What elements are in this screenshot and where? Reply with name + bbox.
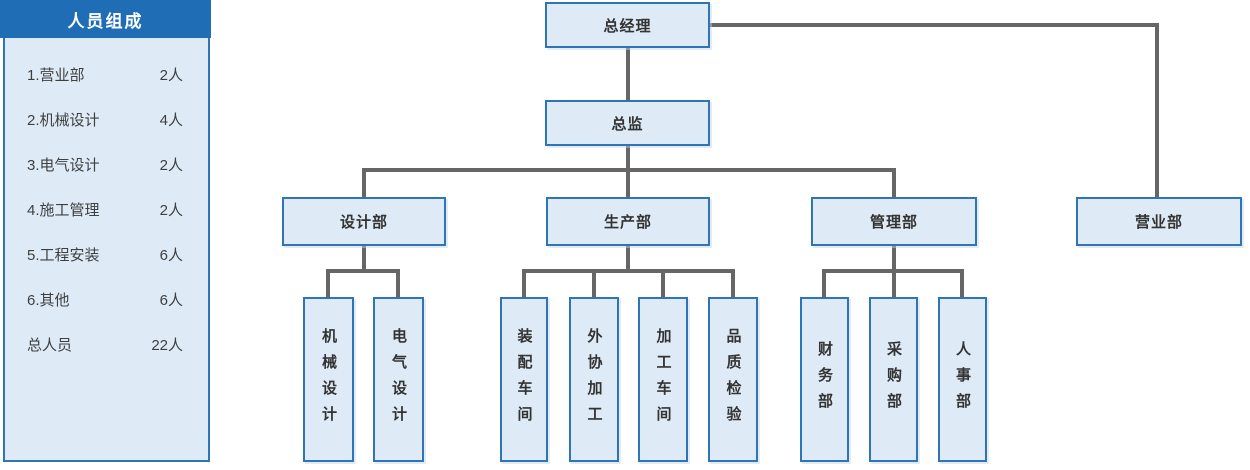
connector-drop-design bbox=[362, 168, 366, 197]
connector-ceo-sales-h bbox=[710, 23, 1159, 27]
connector-production-stem bbox=[626, 246, 630, 273]
node-team-finance: 财务部 bbox=[800, 297, 849, 462]
personnel-panel: 1.营业部 2人 2.机械设计 4人 3.电气设计 2人 4.施工管理 2人 5… bbox=[3, 38, 210, 462]
node-label: 品质检验 bbox=[724, 327, 742, 432]
node-team-mechanical-design: 机械设计 bbox=[303, 297, 354, 462]
connector-drop-hr bbox=[960, 269, 964, 297]
list-item: 总人员 22人 bbox=[5, 322, 208, 367]
item-count: 2人 bbox=[159, 157, 183, 174]
list-item: 4.施工管理 2人 bbox=[5, 187, 208, 232]
node-director: 总监 bbox=[545, 100, 710, 146]
node-label: 人事部 bbox=[954, 340, 971, 419]
node-team-outsourcing: 外协加工 bbox=[569, 297, 619, 462]
node-team-hr: 人事部 bbox=[938, 297, 987, 462]
node-dept-management: 管理部 bbox=[811, 197, 977, 246]
connector-design-bar bbox=[326, 269, 400, 273]
node-label: 采购部 bbox=[885, 340, 902, 419]
item-count: 2人 bbox=[159, 202, 183, 219]
node-label: 生产部 bbox=[603, 214, 652, 231]
node-dept-production: 生产部 bbox=[546, 197, 710, 246]
connector-design-stem bbox=[362, 246, 366, 273]
node-team-quality-inspection: 品质检验 bbox=[708, 297, 758, 462]
item-count: 6人 bbox=[159, 247, 183, 264]
connector-drop-mechanical bbox=[326, 269, 330, 297]
node-label: 外协加工 bbox=[585, 327, 603, 432]
node-dept-sales: 营业部 bbox=[1076, 197, 1242, 246]
connector-management-stem bbox=[892, 246, 896, 273]
item-label: 4.施工管理 bbox=[27, 202, 100, 219]
node-team-purchasing: 采购部 bbox=[869, 297, 918, 462]
list-item: 1.营业部 2人 bbox=[5, 52, 208, 97]
node-label: 机械设计 bbox=[320, 327, 337, 432]
item-label: 3.电气设计 bbox=[27, 157, 100, 174]
node-label: 总经理 bbox=[603, 17, 652, 35]
node-team-assembly-shop: 装配车间 bbox=[500, 297, 548, 462]
item-label: 5.工程安装 bbox=[27, 247, 100, 264]
item-count: 6人 bbox=[159, 292, 183, 309]
connector-production-bar bbox=[522, 269, 735, 273]
personnel-panel-title: 人员组成 bbox=[0, 0, 211, 38]
node-label: 营业部 bbox=[1134, 214, 1183, 231]
node-dept-design: 设计部 bbox=[282, 197, 446, 246]
node-label: 设计部 bbox=[339, 214, 388, 231]
node-label: 管理部 bbox=[869, 214, 918, 231]
connector-drop-assembly bbox=[522, 269, 526, 297]
node-label: 装配车间 bbox=[515, 327, 533, 432]
node-label: 加工车间 bbox=[654, 327, 672, 432]
connector-ceo-sales-v bbox=[1155, 23, 1159, 197]
connector-drop-management bbox=[892, 168, 896, 197]
connector-main-bar bbox=[362, 168, 896, 172]
connector-drop-finance bbox=[822, 269, 826, 297]
connector-drop-outsourcing bbox=[592, 269, 596, 297]
list-item: 2.机械设计 4人 bbox=[5, 97, 208, 142]
connector-drop-purchasing bbox=[892, 269, 896, 297]
node-team-electrical-design: 电气设计 bbox=[373, 297, 424, 462]
connector-ceo-director bbox=[626, 48, 630, 100]
list-item: 3.电气设计 2人 bbox=[5, 142, 208, 187]
list-item: 5.工程安装 6人 bbox=[5, 232, 208, 277]
item-label: 总人员 bbox=[27, 337, 73, 354]
item-count: 4人 bbox=[159, 112, 183, 129]
node-label: 财务部 bbox=[816, 340, 833, 419]
list-item: 6.其他 6人 bbox=[5, 277, 208, 322]
item-label: 6.其他 bbox=[27, 292, 70, 309]
connector-drop-electrical bbox=[396, 269, 400, 297]
node-label: 总监 bbox=[611, 115, 644, 133]
item-count: 2人 bbox=[159, 67, 183, 84]
item-count: 22人 bbox=[151, 337, 183, 354]
item-label: 1.营业部 bbox=[27, 67, 85, 84]
node-label: 电气设计 bbox=[390, 327, 407, 432]
connector-drop-quality bbox=[731, 269, 735, 297]
node-team-machining-shop: 加工车间 bbox=[638, 297, 688, 462]
connector-drop-machining bbox=[661, 269, 665, 297]
item-label: 2.机械设计 bbox=[27, 112, 100, 129]
node-ceo: 总经理 bbox=[545, 2, 710, 48]
